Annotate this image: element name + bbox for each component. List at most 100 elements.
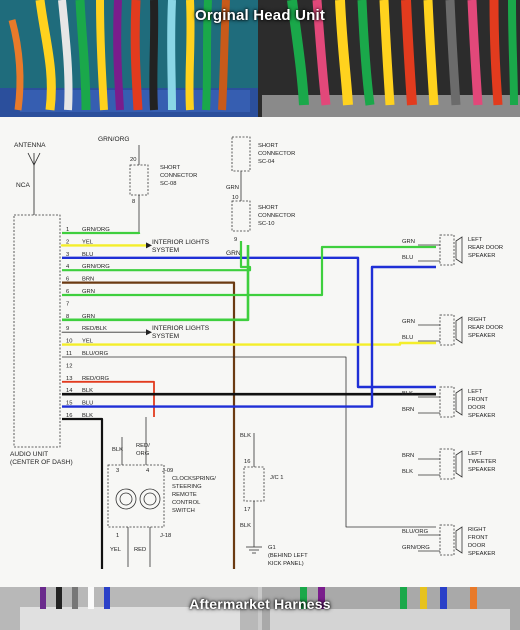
nca-label: NCA (16, 182, 31, 189)
audio-unit-sublabel: (CENTER OF DASH) (10, 459, 73, 466)
wire-pin1-green (62, 231, 141, 235)
right-rear-speaker-label-1: RIGHT (468, 317, 486, 323)
clockspring-switch: BLK RED/ ORG 3 4 J-09 CLOCKSPRING/ STEER… (107, 417, 216, 567)
ground-note-1: (BEHIND LEFT (268, 553, 308, 559)
clock-org-label: ORG (136, 451, 150, 457)
wire-pin6-green (62, 245, 436, 297)
sc10-pin-10: 10 (232, 195, 238, 201)
pin-number-8: 8 (66, 314, 69, 320)
clock-blk-label: BLK (112, 447, 123, 453)
pin-20-label: 20 (130, 157, 136, 163)
pin-number-11: 11 (66, 351, 72, 357)
aftermarket-harness-photo: Aftermarket Harness (0, 587, 520, 630)
right-rear-speaker-connector (439, 314, 455, 346)
right-front-speaker-connector (439, 524, 455, 556)
top-caption: Orginal Head Unit (194, 7, 326, 24)
wire-pin15-blue (62, 265, 436, 408)
left-rear-speaker-wire-2: BLU (402, 255, 413, 261)
pin-number-5: 6 (66, 277, 69, 283)
pin-number-2: 2 (66, 239, 69, 245)
left-front-speaker-label-3: DOOR (468, 405, 485, 411)
sc08-connector: CONNECTOR (160, 173, 197, 179)
pin-number-3: 3 (66, 252, 69, 258)
wire-pin10-yellow (62, 341, 436, 346)
clock-pin-4: 4 (146, 468, 150, 474)
jc-label: J/C 1 (270, 475, 284, 481)
left-front-speaker-wire-1: BLK (402, 391, 413, 397)
arrow-pin2 (146, 242, 152, 249)
left-rear-speaker-wire-1: GRN (402, 239, 415, 245)
sc04-code: SC-04 (258, 159, 275, 165)
antenna-symbol: ANTENNA NCA (14, 142, 46, 215)
right-front-speaker-wire-2: GRN/ORG (402, 545, 430, 551)
clock-yel-label: YEL (110, 547, 122, 553)
left-tweeter-speaker-label-2: TWEETER (468, 459, 496, 465)
clock-line-5: SWITCH (172, 508, 195, 514)
pin-label-3: BLU (82, 252, 93, 258)
wire-pin16-black (62, 417, 104, 569)
pin-label-10: YEL (82, 339, 94, 345)
left-tweeter-speaker-wire-1: BRN (402, 453, 414, 459)
left-tweeter-speaker-wire-2: BLK (402, 469, 413, 475)
right-front-speaker-wire-1: BLU/ORG (402, 529, 429, 535)
right-rear-speaker-label-2: REAR DOOR (468, 325, 503, 331)
bottom-caption: Aftermarket Harness (189, 596, 331, 612)
wiring-diagram: ANTENNA NCA AUDIO UNIT (CENTER OF DASH) … (0, 117, 520, 587)
left-tweeter-speaker-icon (455, 450, 463, 478)
right-front-speaker-label-3: DOOR (468, 543, 485, 549)
right-rear-speaker-wire-2: BLU (402, 335, 413, 341)
pin-label-15: BLU (82, 401, 93, 407)
sc10-code: SC-10 (258, 221, 274, 227)
audio-unit-label: AUDIO UNIT (10, 451, 48, 458)
system-label-1: SYSTEM (152, 247, 179, 254)
junction-connector-jc1: BLK 16 J/C 1 17 BLK G1 (BEHIND LEFT KICK… (240, 433, 308, 567)
sc04-short: SHORT (258, 143, 279, 149)
pin-number-10: 10 (66, 339, 72, 345)
left-front-speaker-icon (455, 388, 463, 416)
jc-pin-16: 16 (244, 459, 250, 465)
clock-line-2: STEERING (172, 484, 202, 490)
harness-illustration (0, 587, 520, 630)
clock-red-bottom-label: RED (134, 547, 146, 553)
jc-blk-label: BLK (240, 433, 251, 439)
pin-number-9: 9 (66, 326, 69, 332)
clock-pin-1: 1 (116, 533, 119, 539)
pin-8-label: 8 (132, 199, 135, 205)
pin-number-13: 13 (66, 376, 72, 382)
pin-number-12: 12 (66, 363, 72, 369)
clock-ref-1: J-09 (162, 468, 173, 474)
grn-org-top-label: GRN/ORG (98, 136, 130, 143)
clock-line-1: CLOCKSPRING/ (172, 476, 216, 482)
short-connector-sc08: GRN/ORG 20 SHORT CONNECTOR SC-08 8 (98, 136, 197, 234)
ground-label: G1 (268, 545, 276, 551)
wire-traces (60, 231, 436, 569)
antenna-label: ANTENNA (14, 142, 46, 149)
interior-lights-label-2: INTERIOR LIGHTS (152, 325, 210, 332)
sc04-connector: CONNECTOR (258, 151, 295, 157)
clock-ref-2: J-18 (160, 533, 171, 539)
wire-pin11 (62, 356, 436, 528)
pin-label-16: BLK (82, 413, 93, 419)
left-rear-speaker-label-1: LEFT (468, 237, 483, 243)
right-front-speaker-icon (455, 526, 463, 554)
wire-pin8-green (62, 245, 250, 322)
pin-label-2: YEL (82, 239, 94, 245)
pin-label-1: GRN/ORG (82, 227, 110, 233)
interior-lights-label-1: INTERIOR LIGHTS (152, 239, 210, 246)
pin-number-14: 14 (66, 388, 73, 394)
pin-label-5: BRN (82, 277, 94, 283)
sc10-short: SHORT (258, 205, 279, 211)
pin-label-13: RED/ORG (82, 376, 110, 382)
wire-bundle-left-illustration (0, 0, 258, 117)
audio-unit-box (13, 214, 61, 448)
jc-pin-17: 17 (244, 507, 250, 513)
pin-number-1: 1 (66, 227, 69, 233)
right-front-speaker-label-1: RIGHT (468, 527, 486, 533)
pin-label-4: GRN/ORG (82, 264, 110, 270)
right-rear-speaker-wire-1: GRN (402, 319, 415, 325)
jc-blk-label-2: BLK (240, 523, 251, 529)
left-front-speaker-label-4: SPEAKER (468, 413, 495, 419)
wire-pin4-green (62, 241, 252, 272)
wire-bundle-photo-left (0, 0, 258, 117)
original-head-unit-photo: Orginal Head Unit (0, 0, 520, 117)
